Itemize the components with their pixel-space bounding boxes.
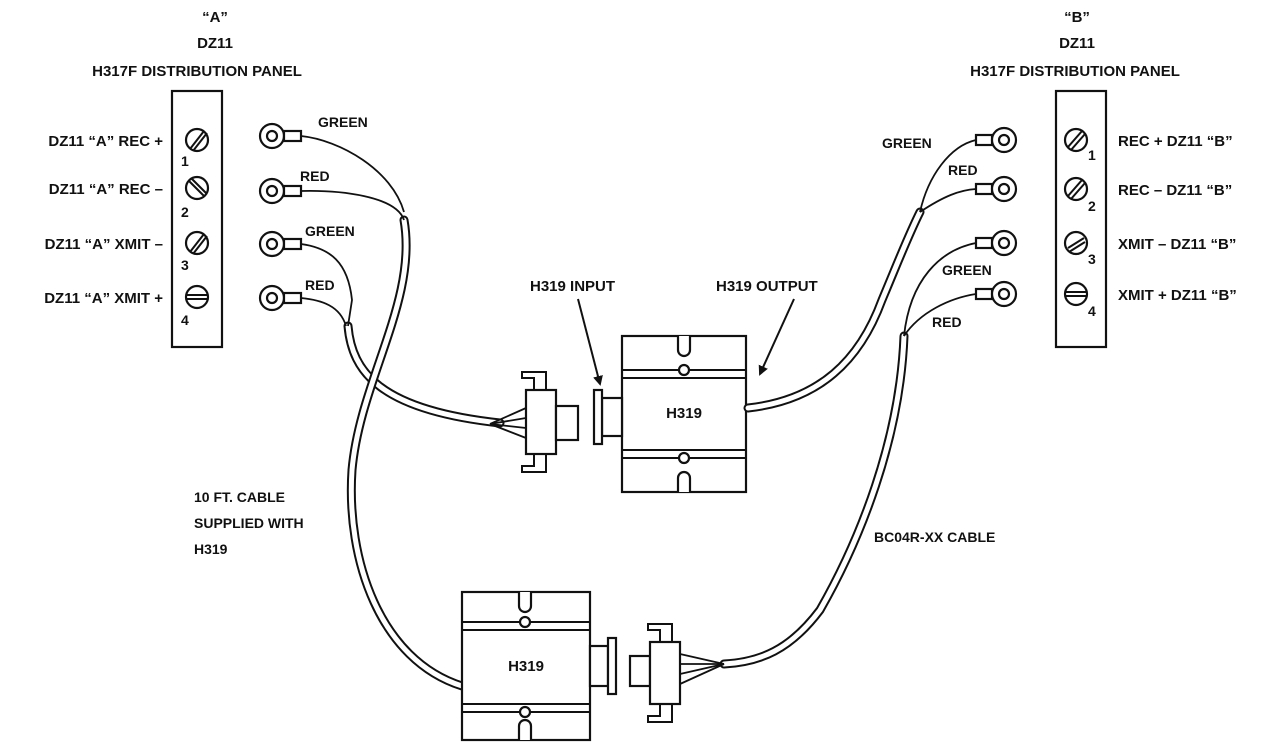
panel-a-terminal-label: DZ11 “A” XMIT – (45, 236, 163, 253)
panel-b-wires-output (919, 139, 977, 213)
wire-color-label: GREEN (305, 223, 355, 239)
h319-lower: H319 (460, 590, 618, 742)
h319-upper-callouts: H319 INPUT H319 OUTPUT (530, 278, 818, 386)
panel-a-terminal-label: DZ11 “A” REC + (48, 133, 163, 150)
panel-a-lugs: GREEN RED GREEN RED (258, 114, 368, 312)
panel-a: 1 2 3 4 DZ11 “A” REC + DZ11 “A” REC – DZ… (44, 89, 224, 349)
panel-b-title: H317F DISTRIBUTION PANEL (970, 63, 1180, 80)
cable-a-label-line: H319 (194, 541, 228, 557)
panel-b-terminal-label: XMIT + DZ11 “B” (1118, 287, 1237, 304)
panel-b-terminal-number: 3 (1088, 251, 1096, 267)
connector-lower (628, 623, 725, 723)
wire-color-label: RED (300, 168, 330, 184)
cable-bc04r (719, 331, 909, 669)
wire-color-label: GREEN (318, 114, 368, 130)
ring-lug (974, 229, 1018, 257)
panel-a-terminal-number: 1 (181, 153, 189, 169)
ring-lug (258, 122, 303, 150)
ring-lug (258, 230, 303, 258)
panel-a-terminal-label: DZ11 “A” REC – (49, 181, 163, 198)
panel-b-id: “B” (1064, 9, 1090, 26)
panel-b: 1 2 3 4 REC + DZ11 “B” REC – DZ11 “B” XM… (1054, 89, 1237, 349)
panel-a-title: H317F DISTRIBUTION PANEL (92, 63, 302, 80)
ring-lug (974, 175, 1018, 203)
wire-color-label: RED (932, 314, 962, 330)
panel-b-model: DZ11 (1059, 35, 1095, 52)
panel-a-screw-4 (184, 284, 210, 310)
panel-b-terminal-label: REC + DZ11 “B” (1118, 133, 1233, 150)
panel-b-screw-1 (1063, 127, 1089, 153)
panel-a-screw-3 (184, 230, 210, 256)
cable-a-label-line: SUPPLIED WITH (194, 515, 304, 531)
panel-a-id: “A” (202, 9, 228, 26)
panel-b-header: “B” DZ11 H317F DISTRIBUTION PANEL (970, 9, 1180, 80)
panel-b-lugs: GREEN RED GREEN RED (882, 126, 1018, 330)
wire-color-label: GREEN (882, 135, 932, 151)
panel-a-wires-output (300, 135, 405, 221)
ring-lug (974, 280, 1018, 308)
cable-b-output (743, 207, 925, 413)
h319-upper-label: H319 (666, 405, 702, 422)
cable-a-label: 10 FT. CABLE SUPPLIED WITH H319 (194, 489, 304, 557)
panel-b-screw-2 (1063, 176, 1089, 202)
cable-10ft (346, 215, 467, 691)
h319-lower-label: H319 (508, 658, 544, 675)
panel-a-terminal-number: 4 (181, 312, 189, 328)
cable-a-label-line: 10 FT. CABLE (194, 489, 285, 505)
wire-color-label: RED (305, 277, 335, 293)
cable-b-label: BC04R-XX CABLE (874, 529, 995, 545)
panel-a-terminal-number: 3 (181, 257, 189, 273)
panel-a-terminal-label: DZ11 “A” XMIT + (44, 290, 163, 307)
connector-upper (489, 371, 580, 473)
panel-b-terminal-label: XMIT – DZ11 “B” (1118, 236, 1236, 253)
h319-output-label: H319 OUTPUT (716, 278, 818, 295)
panel-b-terminal-number: 1 (1088, 147, 1096, 163)
ring-lug (258, 284, 303, 312)
panel-b-terminal-label: REC – DZ11 “B” (1118, 182, 1232, 199)
panel-b-screw-3 (1063, 230, 1089, 256)
h319-upper: H319 (592, 334, 748, 494)
panel-b-screw-4 (1063, 281, 1089, 307)
panel-b-terminal-number: 4 (1088, 303, 1096, 319)
ring-lug (974, 126, 1018, 154)
ring-lug (258, 177, 303, 205)
panel-a-screw-2 (184, 175, 210, 201)
wire-color-label: GREEN (942, 262, 992, 278)
wire-color-label: RED (948, 162, 978, 178)
panel-a-model: DZ11 (197, 35, 233, 52)
panel-a-terminal-number: 2 (181, 204, 189, 220)
cable-a-input (343, 321, 505, 428)
panel-b-wires-input (903, 242, 977, 337)
panel-b-terminal-number: 2 (1088, 198, 1096, 214)
panel-a-wires-input (300, 243, 353, 327)
h319-input-label: H319 INPUT (530, 278, 615, 295)
panel-a-header: “A” DZ11 H317F DISTRIBUTION PANEL (92, 9, 302, 80)
panel-a-screw-1 (184, 127, 210, 153)
